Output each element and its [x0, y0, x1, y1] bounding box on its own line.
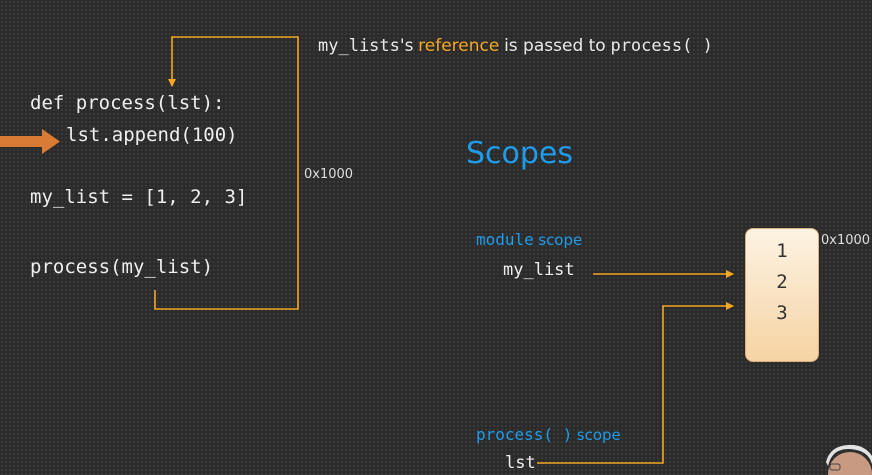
list-object-box: 1 2 3 — [745, 228, 819, 362]
caption-possessive: 's — [399, 36, 414, 56]
arrow-right-icon — [0, 129, 60, 154]
presenter-avatar — [816, 444, 872, 475]
code-line-append: lst.append(100) — [66, 124, 238, 146]
code-line-call: process(my_list) — [30, 256, 214, 278]
address-label-box: 0x1000 — [821, 233, 871, 248]
scopes-title: Scopes — [466, 136, 574, 171]
caption-middle-text: is passed to — [504, 36, 606, 56]
module-scope-word: scope — [538, 231, 583, 249]
caption-reference-word: reference — [418, 36, 500, 56]
process-scope-label: process( ) scope — [476, 425, 621, 445]
address-label-arrow: 0x1000 — [304, 167, 354, 182]
process-scope-keyword: process( ) — [476, 425, 573, 444]
lst-reference-arrow — [537, 302, 734, 464]
reference-pass-connector — [154, 36, 299, 310]
process-scope-variable: lst — [505, 453, 536, 473]
code-line-def: def process(lst): — [30, 92, 225, 114]
caption-variable: my_lists — [318, 36, 400, 56]
list-value: 1 — [776, 240, 788, 262]
module-scope-label: module scope — [476, 230, 582, 250]
process-scope-word: scope — [576, 426, 621, 444]
code-line-assign: my_list = [1, 2, 3] — [30, 186, 248, 208]
module-scope-keyword: module — [476, 230, 534, 249]
list-value: 3 — [776, 302, 788, 324]
caption-function: process( ) — [610, 36, 713, 56]
reference-caption: my_lists's reference is passed to proces… — [318, 36, 713, 56]
module-scope-variable: my_list — [503, 260, 575, 280]
list-value: 2 — [776, 271, 788, 293]
